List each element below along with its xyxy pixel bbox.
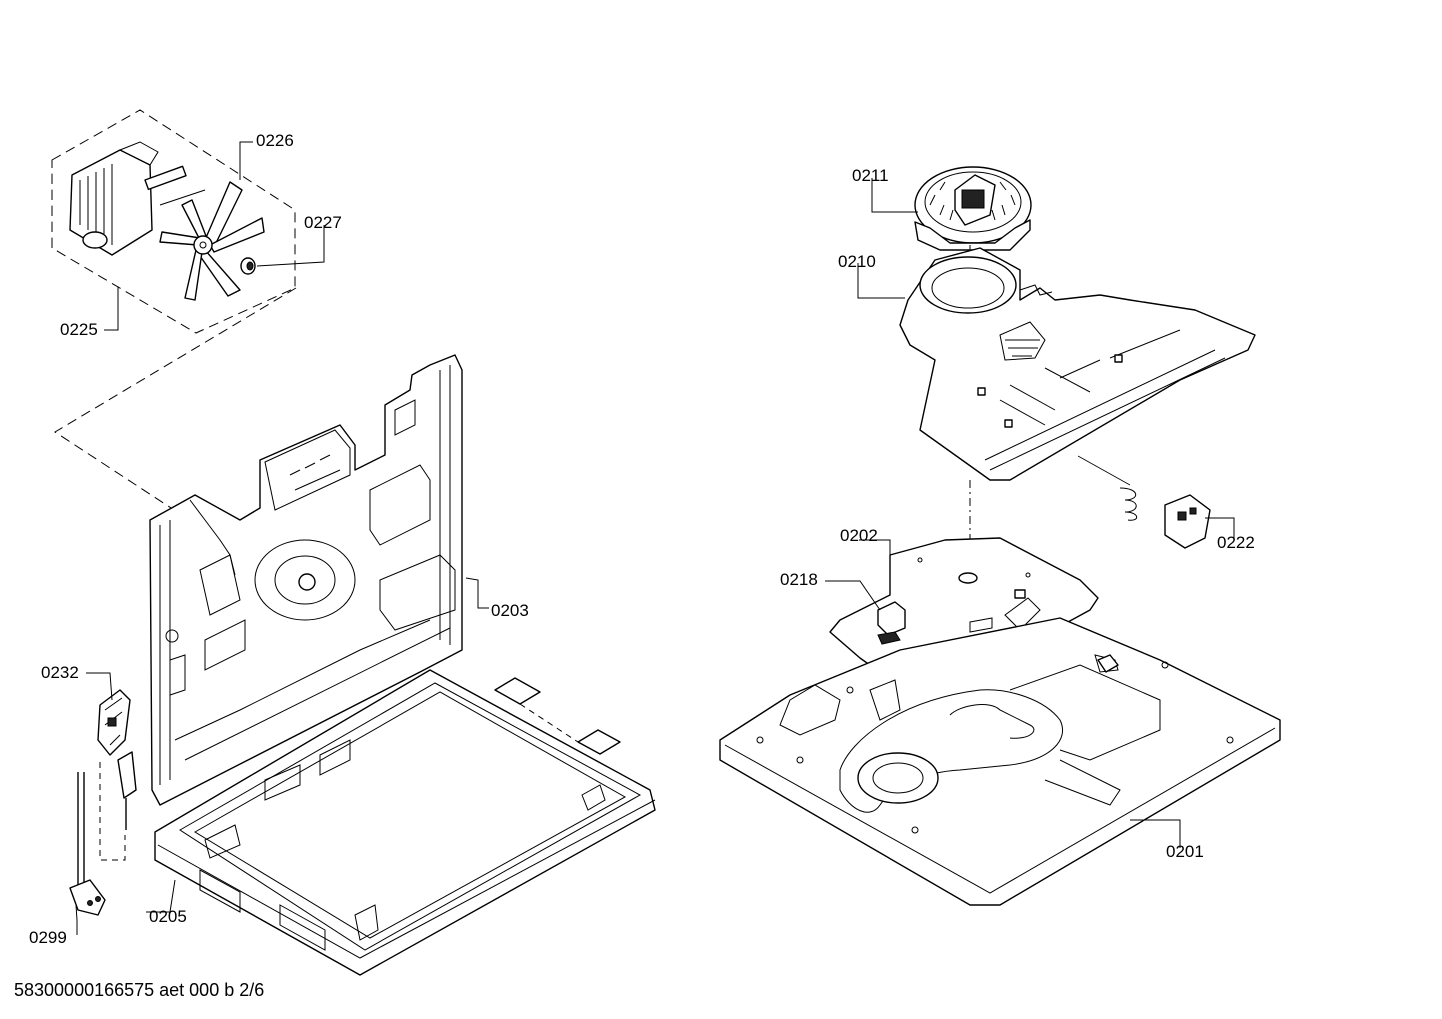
plate-clip (877, 601, 906, 645)
assembly-link-dashed (54, 287, 297, 541)
bottom-frame (154, 669, 656, 976)
label-0201: 0201 (1166, 842, 1204, 861)
label-0222: 0222 (1217, 533, 1255, 552)
document-id-footer: 58300000166575 aet 000 b 2/6 (14, 980, 265, 1000)
temperature-sensor (1077, 455, 1211, 549)
power-cord (69, 751, 137, 916)
fan-blade (159, 181, 265, 301)
base-plate (719, 617, 1281, 906)
leader-lines (75, 141, 1235, 935)
label-0225: 0225 (60, 320, 98, 339)
label-0203: 0203 (491, 601, 529, 620)
label-0232: 0232 (41, 663, 79, 682)
label-0226: 0226 (256, 131, 294, 150)
label-0210: 0210 (838, 252, 876, 271)
label-0227: 0227 (304, 213, 342, 232)
label-0218: 0218 (780, 570, 818, 589)
fan-housing (899, 247, 1256, 481)
thermal-fuse-socket (97, 689, 131, 756)
fan-motor-assembly-group (51, 109, 296, 334)
label-0299: 0299 (29, 928, 67, 947)
rear-panel (149, 354, 463, 806)
label-0202: 0202 (840, 526, 878, 545)
cooling-fan (914, 166, 1032, 251)
fan-motor (69, 141, 206, 256)
fan-nut (240, 257, 256, 275)
label-0205: 0205 (149, 907, 187, 926)
label-0211: 0211 (852, 166, 889, 185)
